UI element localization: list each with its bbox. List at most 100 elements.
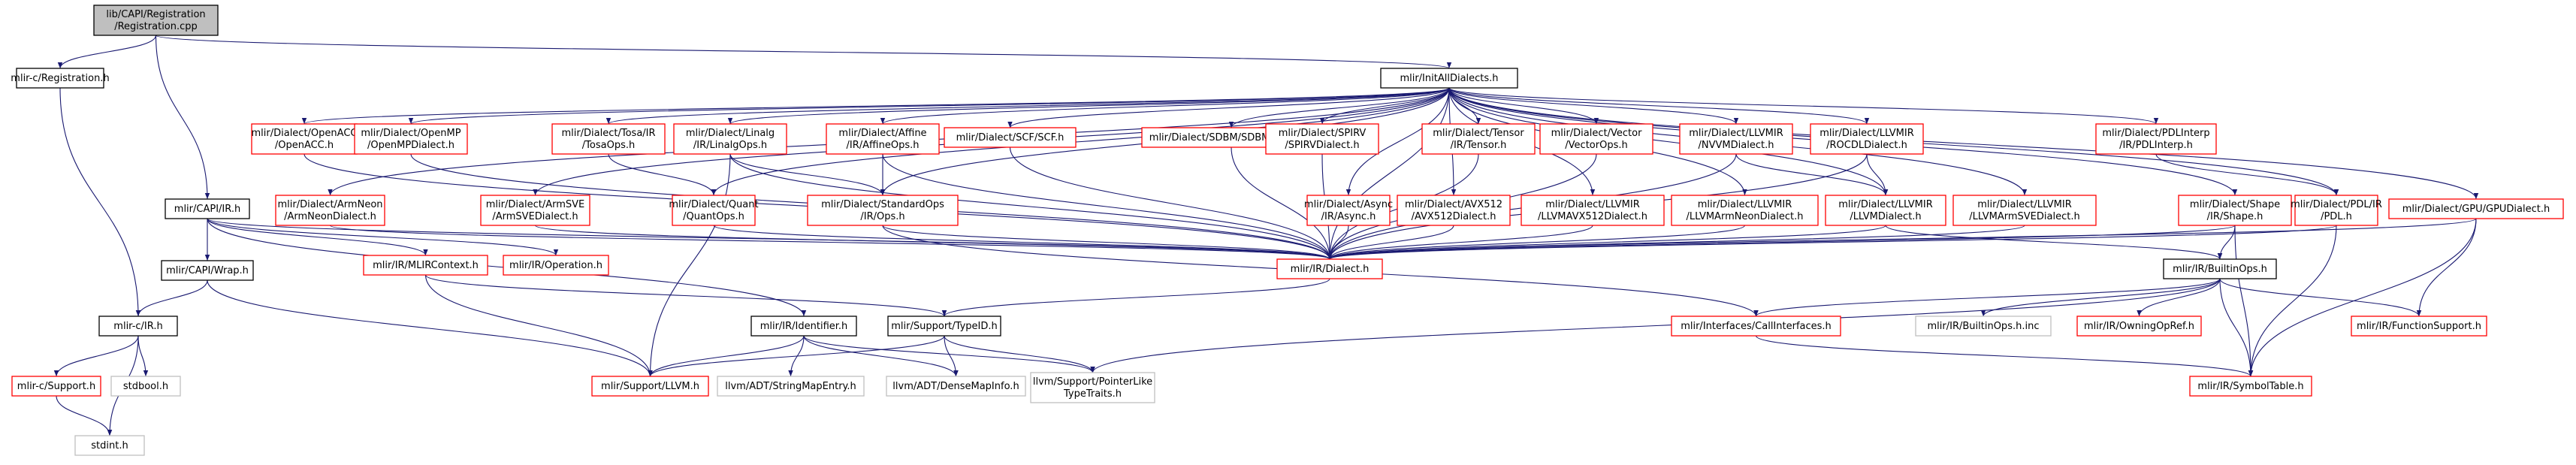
node-capi_wrap[interactable]: mlir/CAPI/Wrap.h — [161, 260, 254, 281]
node-callif[interactable]: mlir/Interfaces/CallInterfaces.h — [1671, 316, 1841, 337]
edge-builtinops-to-ptrlike — [1090, 278, 2221, 373]
node-llvm_h[interactable]: mlir/Support/LLVM.h — [591, 376, 709, 397]
node-box-mlircontext — [363, 255, 488, 276]
node-box-root — [93, 5, 219, 36]
node-box-stdbool — [110, 376, 181, 397]
node-llvmd[interactable]: mlir/Dialect/LLVMIR/LLVMDialect.h — [1825, 195, 1946, 226]
edge-stdops-to-dialect — [882, 225, 1332, 260]
edge-mlirc_ir-to-mlirc_support — [53, 335, 139, 377]
node-root[interactable]: lib/CAPI/Registration/Registration.cpp — [93, 5, 219, 36]
node-llvmneon[interactable]: mlir/Dialect/LLVMIR/LLVMArmNeonDialect.h — [1671, 195, 1819, 226]
node-tosa[interactable]: mlir/Dialect/Tosa/IR/TosaOps.h — [551, 123, 666, 155]
node-label-llvm_h: mlir/Support/LLVM.h — [601, 381, 699, 392]
node-label-reg_h: mlir-c/Registration.h — [11, 73, 109, 84]
node-box-typeid — [887, 316, 1001, 337]
node-label-avx512: /AVX512Dialect.h — [1412, 211, 1496, 222]
node-label-tensor: /IR/Tensor.h — [1451, 140, 1507, 151]
node-stdops[interactable]: mlir/Dialect/StandardOps/IR/Ops.h — [807, 195, 959, 226]
node-box-rocdl — [1810, 123, 1924, 155]
edge-builtinops-to-owningop — [2137, 278, 2221, 317]
node-box-vector — [1539, 123, 1653, 155]
node-box-llvmneon — [1671, 195, 1819, 226]
node-affine[interactable]: mlir/Dialect/Affine/IR/AffineOps.h — [826, 123, 940, 155]
node-label-llvmavx: /LLVMAVX512Dialect.h — [1538, 211, 1647, 222]
node-label-spirv: mlir/Dialect/SPIRV — [1279, 128, 1367, 139]
node-label-symtab: mlir/IR/SymbolTable.h — [2197, 381, 2303, 392]
node-label-gpu: mlir/Dialect/GPU/GPUDialect.h — [2402, 204, 2550, 215]
node-box-densemap — [886, 376, 1026, 397]
node-capi_ir[interactable]: mlir/CAPI/IR.h — [165, 198, 250, 219]
edge-capi_wrap-to-mlirc_ir — [135, 279, 208, 317]
node-builtinops[interactable]: mlir/IR/BuiltinOps.h — [2163, 258, 2277, 279]
node-mlircontext[interactable]: mlir/IR/MLIRContext.h — [363, 255, 488, 276]
node-linalg[interactable]: mlir/Dialect/Linalg/IR/LinalgOps.h — [673, 123, 787, 155]
node-box-mlirc_ir — [98, 316, 178, 337]
edge-tosa-to-quant — [608, 153, 717, 196]
node-label-spirv: /SPIRVDialect.h — [1285, 140, 1359, 151]
node-label-armsve: /ArmSVEDialect.h — [492, 211, 578, 222]
node-vector[interactable]: mlir/Dialect/Vector/VectorOps.h — [1539, 123, 1653, 155]
node-avx512[interactable]: mlir/Dialect/AVX512/AVX512Dialect.h — [1397, 195, 1511, 226]
node-label-llvmneon: /LLVMArmNeonDialect.h — [1687, 211, 1804, 222]
edge-mlirc_ir-to-stdbool — [137, 335, 149, 377]
node-initall[interactable]: mlir/InitAllDialects.h — [1380, 68, 1518, 89]
node-mlirc_ir[interactable]: mlir-c/IR.h — [98, 316, 178, 337]
node-box-tosa — [551, 123, 666, 155]
node-label-quant: mlir/Dialect/Quant — [669, 199, 758, 210]
node-armneon[interactable]: mlir/Dialect/ArmNeon/ArmNeonDialect.h — [275, 195, 385, 226]
node-identifier[interactable]: mlir/IR/Identifier.h — [750, 316, 857, 337]
edge-initall-to-affine — [880, 87, 1450, 125]
node-label-avx512: mlir/Dialect/AVX512 — [1405, 199, 1502, 210]
node-operation[interactable]: mlir/IR/Operation.h — [503, 255, 609, 276]
edge-dialect-to-typeid — [941, 278, 1330, 317]
node-label-builtininc: mlir/IR/BuiltinOps.h.inc — [1928, 321, 2040, 332]
node-box-initall — [1380, 68, 1518, 89]
node-label-tosa: /TosaOps.h — [582, 140, 635, 151]
node-label-stdint: stdint.h — [91, 440, 128, 451]
node-rocdl[interactable]: mlir/Dialect/LLVMIR/ROCDLDialect.h — [1810, 123, 1924, 155]
node-typeid[interactable]: mlir/Support/TypeID.h — [887, 316, 1001, 337]
node-label-scf: mlir/Dialect/SCF/SCF.h — [956, 132, 1065, 143]
node-box-tensor — [1421, 123, 1536, 155]
edge-builtinops-to-callif — [1753, 278, 2221, 317]
node-armsve[interactable]: mlir/Dialect/ArmSVE/ArmSVEDialect.h — [480, 195, 590, 226]
node-box-builtininc — [1915, 316, 2052, 337]
node-mlirc_support[interactable]: mlir-c/Support.h — [11, 376, 101, 397]
edge-affine-to-dialect — [882, 153, 1333, 260]
edge-root-to-capi_ir — [155, 35, 210, 200]
node-scf[interactable]: mlir/Dialect/SCF/SCF.h — [944, 127, 1077, 148]
node-label-vector: /VectorOps.h — [1565, 140, 1627, 151]
node-label-pdl: /PDL.h — [2321, 211, 2352, 222]
node-reg_h[interactable]: mlir-c/Registration.h — [11, 68, 110, 89]
node-openmp[interactable]: mlir/Dialect/OpenMP/OpenMPDialect.h — [354, 123, 468, 155]
node-label-densemap: llvm/ADT/DenseMapInfo.h — [892, 381, 1019, 392]
node-label-openmp: mlir/Dialect/OpenMP — [361, 128, 461, 139]
node-pdlinterp[interactable]: mlir/Dialect/PDLInterp/IR/PDLInterp.h — [2095, 123, 2217, 155]
node-llvmavx[interactable]: mlir/Dialect/LLVMIR/LLVMAVX512Dialect.h — [1521, 195, 1665, 226]
node-quant[interactable]: mlir/Dialect/Quant/QuantOps.h — [669, 195, 759, 226]
node-async[interactable]: mlir/Dialect/Async/IR/Async.h — [1304, 195, 1393, 226]
node-label-async: mlir/Dialect/Async — [1304, 199, 1393, 210]
node-openacc[interactable]: mlir/Dialect/OpenACC/OpenACC.h — [251, 123, 358, 155]
edge-shape-to-symtab — [2234, 225, 2254, 377]
node-shape[interactable]: mlir/Dialect/Shape/IR/Shape.h — [2178, 195, 2292, 226]
edge-scf-to-dialect — [1009, 146, 1333, 260]
node-label-llvmsve: /LLVMArmSVEDialect.h — [1969, 211, 2079, 222]
edge-initall-to-gpu — [1448, 87, 2479, 200]
node-nvvm[interactable]: mlir/Dialect/LLVMIR/NVVMDialect.h — [1679, 123, 1793, 155]
node-label-affine: /IR/AffineOps.h — [847, 140, 920, 151]
node-box-llvmavx — [1521, 195, 1665, 226]
node-llvmsve[interactable]: mlir/Dialect/LLVMIR/LLVMArmSVEDialect.h — [1952, 195, 2097, 226]
node-dialect[interactable]: mlir/IR/Dialect.h — [1276, 258, 1383, 279]
node-funcsupport[interactable]: mlir/IR/FunctionSupport.h — [2351, 316, 2487, 337]
node-spirv[interactable]: mlir/Dialect/SPIRV/SPIRVDialect.h — [1265, 123, 1379, 155]
node-tensor[interactable]: mlir/Dialect/Tensor/IR/Tensor.h — [1421, 123, 1536, 155]
node-symtab[interactable]: mlir/IR/SymbolTable.h — [2189, 376, 2312, 397]
edge-initall-to-quant — [711, 87, 1450, 196]
node-pdl[interactable]: mlir/Dialect/PDL/IR/PDL.h — [2291, 195, 2382, 226]
node-gpu[interactable]: mlir/Dialect/GPU/GPUDialect.h — [2388, 198, 2564, 219]
node-label-root: /Registration.cpp — [114, 21, 198, 32]
node-owningop[interactable]: mlir/IR/OwningOpRef.h — [2076, 316, 2202, 337]
node-label-owningop: mlir/IR/OwningOpRef.h — [2084, 321, 2194, 332]
edge-builtinops-to-builtininc — [1980, 278, 2221, 317]
